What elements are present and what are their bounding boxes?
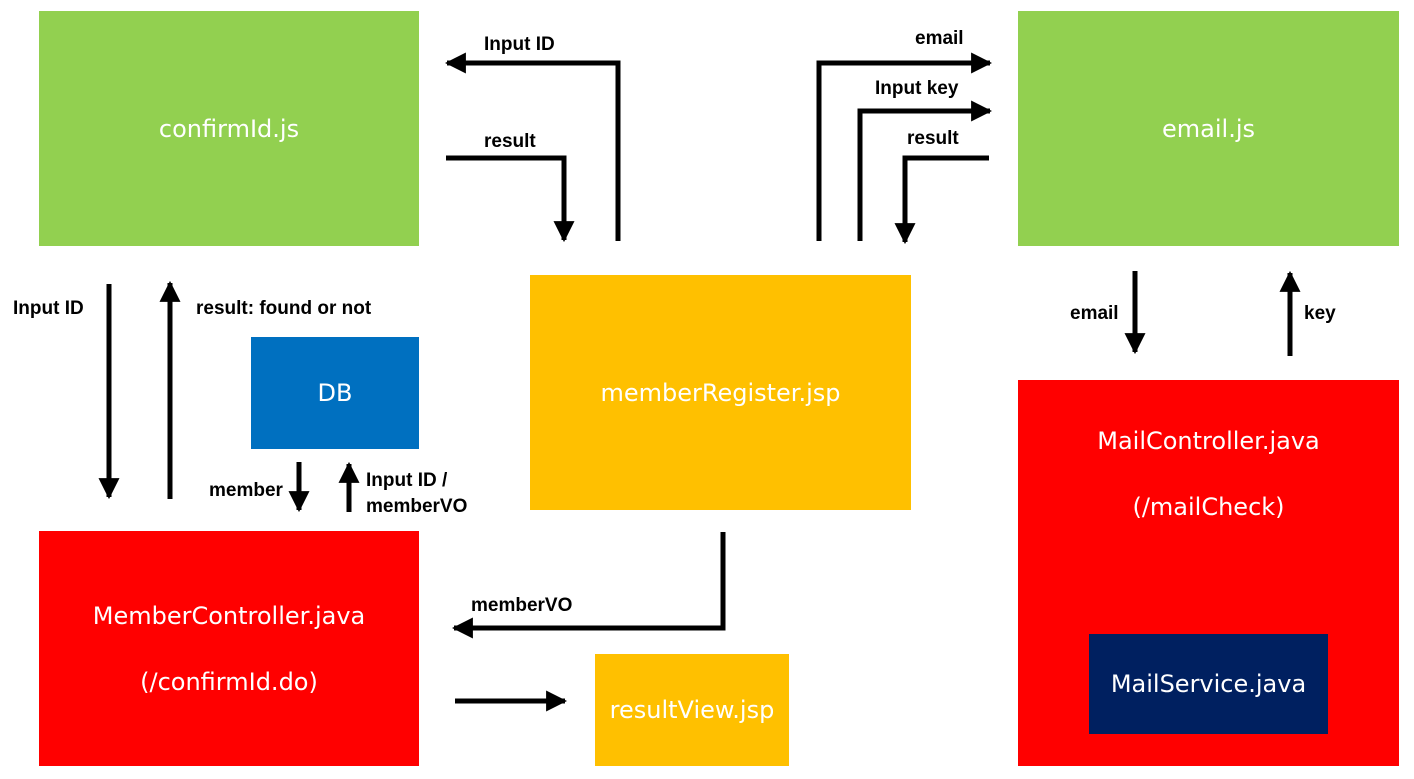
member-controller-box: MemberController.java (/confirmId.do) bbox=[39, 531, 419, 766]
label-result-right: result bbox=[907, 128, 959, 149]
result-view-jsp-box: resultView.jsp bbox=[595, 654, 789, 766]
confirmid-js-box: confirmId.js bbox=[39, 11, 419, 246]
mail-controller-path: (/mailCheck) bbox=[1132, 493, 1285, 521]
label-member: member bbox=[209, 480, 283, 501]
label-result-found: result: found or not bbox=[196, 298, 372, 319]
member-controller-path: (/confirmId.do) bbox=[140, 667, 318, 696]
email-js-box: email.js bbox=[1018, 11, 1399, 246]
email-js-label: email.js bbox=[1162, 114, 1255, 143]
mail-service-box: MailService.java bbox=[1089, 634, 1328, 734]
arrow-result-to-register bbox=[446, 155, 575, 243]
db-box: DB bbox=[251, 337, 419, 449]
label-email-right: email bbox=[1070, 303, 1119, 324]
label-input-key: Input key bbox=[875, 78, 959, 99]
label-membervo-db: memberVO bbox=[366, 496, 468, 517]
member-register-jsp-box: memberRegister.jsp bbox=[530, 275, 911, 510]
member-controller-name: MemberController.java bbox=[92, 601, 366, 630]
label-key: key bbox=[1304, 303, 1336, 324]
label-result-left: result bbox=[484, 131, 536, 152]
result-view-jsp-label: resultView.jsp bbox=[609, 696, 775, 724]
db-label: DB bbox=[317, 379, 353, 407]
label-input-id-left: Input ID bbox=[13, 298, 84, 319]
confirmid-js-label: confirmId.js bbox=[158, 114, 300, 143]
arrow-input-id-to-confirmid bbox=[444, 52, 621, 241]
mail-controller-name: MailController.java bbox=[1097, 427, 1320, 455]
label-email-top: email bbox=[915, 28, 964, 49]
label-input-id-top: Input ID bbox=[484, 34, 555, 55]
label-input-id-slash: Input ID / bbox=[366, 470, 448, 491]
label-membervo-bottom: memberVO bbox=[471, 595, 573, 616]
arrow-inputkey-to-emailjs bbox=[857, 100, 993, 241]
mail-service-label: MailService.java bbox=[1110, 670, 1307, 698]
arrow-result-from-emailjs bbox=[894, 155, 989, 245]
member-register-jsp-label: memberRegister.jsp bbox=[600, 378, 841, 407]
arrow-register-to-controller bbox=[451, 532, 726, 639]
arrow-email-to-emailjs bbox=[816, 52, 993, 241]
